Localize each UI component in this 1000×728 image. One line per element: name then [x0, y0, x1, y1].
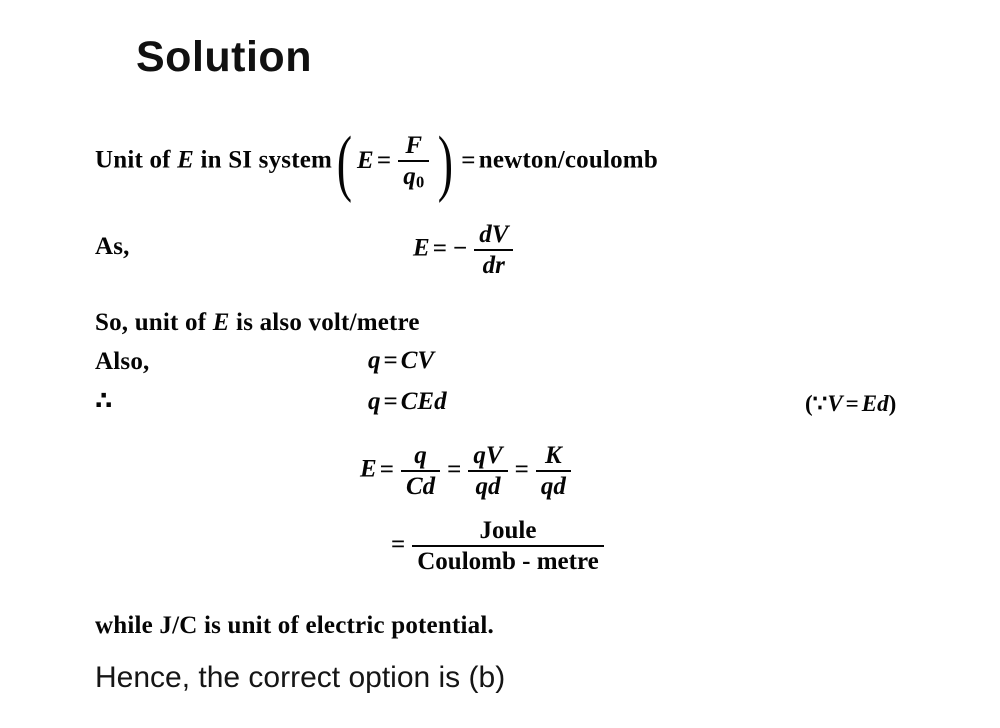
note-because-v-equals-ed: (∵V=Ed)	[805, 392, 896, 415]
chain-lhs-e: E	[360, 455, 377, 483]
so-unit-tail: is also volt/metre	[236, 309, 420, 336]
so-unit-lead: So, unit of	[95, 309, 207, 336]
note-lhs-v: V	[827, 391, 843, 416]
denominator-subscript-zero: 0	[415, 172, 425, 192]
paren-open: (	[336, 122, 353, 205]
joule-numerator: Joule	[479, 517, 537, 544]
note-equals: =	[845, 391, 859, 416]
frac2-denominator: qd	[468, 469, 508, 500]
so-unit-var-e: E	[212, 309, 230, 336]
therefore-symbol: ∴	[95, 386, 113, 415]
chain-equals-1: =	[379, 455, 394, 483]
joule-denominator: Coulomb - metre	[412, 544, 604, 575]
unit-of-mid: in SI system	[200, 146, 333, 174]
chain-equals-3: =	[514, 455, 529, 483]
qcv-lhs: q	[368, 347, 381, 374]
chain-equals-2: =	[447, 455, 462, 483]
denominator-q: q	[403, 162, 416, 190]
joule-equals: =	[391, 530, 406, 558]
equals-newton-coulomb: =	[461, 146, 476, 174]
qced-equals: =	[383, 388, 398, 415]
fraction-numerator-f: F	[405, 132, 423, 159]
dvdr-equals: =	[432, 234, 447, 262]
note-paren-open: (	[805, 391, 813, 416]
note-rhs-ed: Ed	[861, 391, 889, 416]
qcv-equals: =	[383, 347, 398, 374]
frac3-numerator: K	[544, 442, 562, 469]
unit-of-lead: Unit of	[95, 146, 171, 174]
conclusion-line: Hence, the correct option is (b)	[95, 661, 506, 694]
unit-of-var-e: E	[177, 146, 195, 174]
dvdr-denominator: dr	[474, 248, 514, 279]
inner-var-e: E	[356, 146, 374, 174]
label-also: Also,	[95, 348, 150, 375]
result-newton-coulomb: newton/coulomb	[478, 146, 658, 174]
qcv-rhs: CV	[400, 347, 435, 374]
paren-close: )	[438, 122, 454, 205]
fraction-denominator-q0: q0	[398, 159, 430, 192]
frac1-denominator: Cd	[400, 469, 441, 500]
frac1-numerator: q	[414, 442, 427, 469]
frac2-numerator: qV	[473, 442, 503, 469]
equation-q-equals-ced: q=CEd	[368, 389, 447, 414]
line-while-jc: while J/C is unit of electric potential.	[95, 612, 494, 639]
equation-q-equals-cv: q=CV	[368, 348, 434, 373]
note-paren-close: )	[888, 391, 897, 416]
inner-equals: =	[376, 146, 392, 174]
qced-lhs: q	[368, 388, 381, 415]
frac3-denominator: qd	[535, 469, 571, 500]
dvdr-minus: −	[452, 234, 468, 262]
qced-rhs: CEd	[400, 388, 447, 415]
page-title: Solution	[136, 33, 312, 81]
dvdr-lhs-e: E	[413, 234, 430, 262]
line-so-unit-of-e: So, unit of E is also volt/metre	[95, 310, 420, 335]
label-as: As,	[95, 233, 130, 260]
dvdr-numerator: dV	[479, 221, 509, 248]
because-icon: ∵	[812, 391, 828, 416]
